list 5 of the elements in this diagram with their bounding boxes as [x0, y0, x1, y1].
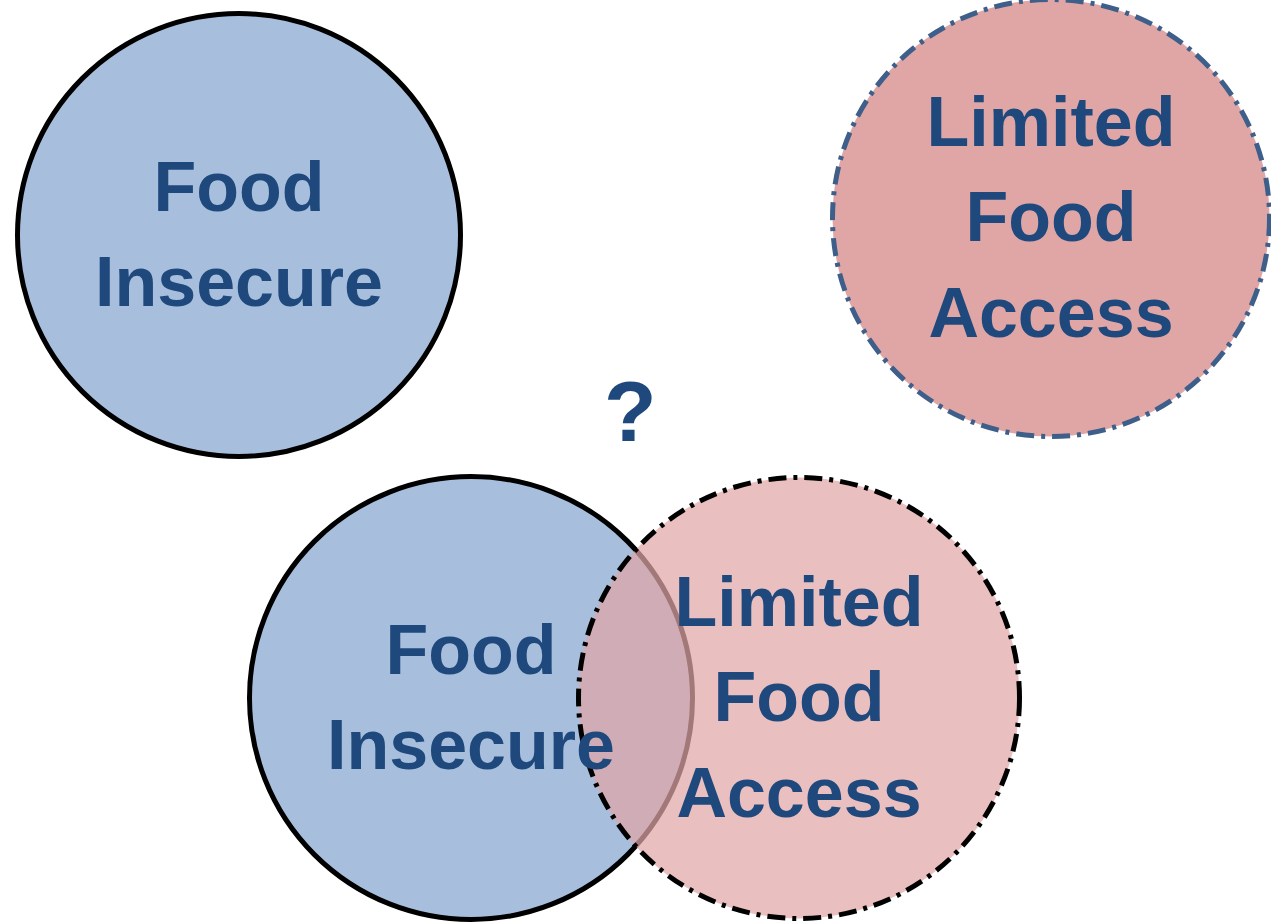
circle-label: Food Insecure: [94, 146, 384, 323]
circle-label: Limited Food Access: [673, 562, 925, 834]
circle-label: Food Insecure: [326, 609, 616, 786]
circle-label: Limited Food Access: [925, 82, 1177, 354]
question-mark: ?: [604, 362, 657, 461]
